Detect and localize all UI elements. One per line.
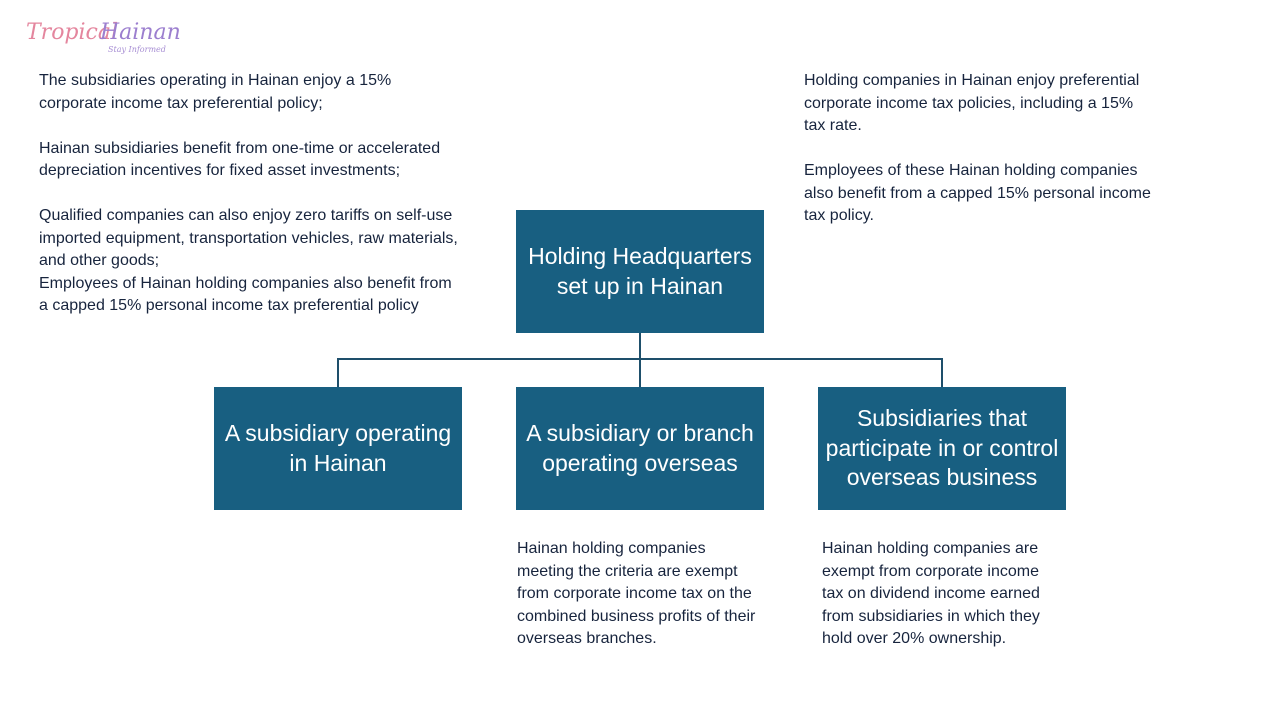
left-note-3: Qualified companies can also enjoy zero … [39, 207, 458, 269]
root-box-label: Holding Headquarters set up in Hainan [528, 243, 752, 299]
logo-word-tropical: Tropical [26, 20, 119, 45]
logo-word-hainan: Hainan [100, 20, 181, 45]
right-note-1: Holding companies in Hainan enjoy prefer… [804, 72, 1140, 134]
right-note-2: Employees of these Hainan holding compan… [804, 162, 1151, 224]
root-box-holding-headquarters: Holding Headquarters set up in Hainan [516, 210, 764, 333]
left-note-4: Employees of Hainan holding companies al… [39, 274, 452, 315]
child-box-overseas-business: Subsidiaries that participate in or cont… [818, 387, 1066, 510]
tropical-hainan-logo: Tropical Hainan Stay Informed [26, 20, 181, 62]
bottom-right-note-text: Hainan holding companies are exempt from… [822, 540, 1040, 647]
child-box-label-1: A subsidiary operating in Hainan [224, 420, 452, 476]
bottom-middle-note: Hainan holding companies meeting the cri… [517, 538, 757, 651]
left-note-1: The subsidiaries operating in Hainan enj… [39, 72, 392, 112]
left-notes: The subsidiaries operating in Hainan enj… [39, 70, 459, 318]
logo-tagline: Stay Informed [108, 45, 166, 54]
child-box-hainan-subsidiary: A subsidiary operating in Hainan [214, 387, 462, 510]
child-box-label-3: Subsidiaries that participate in or cont… [825, 405, 1059, 491]
child-box-label-2: A subsidiary or branch operating oversea… [526, 420, 754, 476]
right-notes: Holding companies in Hainan enjoy prefer… [804, 70, 1154, 228]
bottom-middle-note-text: Hainan holding companies meeting the cri… [517, 540, 756, 647]
left-note-2: Hainan subsidiaries benefit from one-tim… [39, 139, 441, 180]
child-box-overseas-branch: A subsidiary or branch operating oversea… [516, 387, 764, 510]
bottom-right-note: Hainan holding companies are exempt from… [822, 538, 1054, 651]
